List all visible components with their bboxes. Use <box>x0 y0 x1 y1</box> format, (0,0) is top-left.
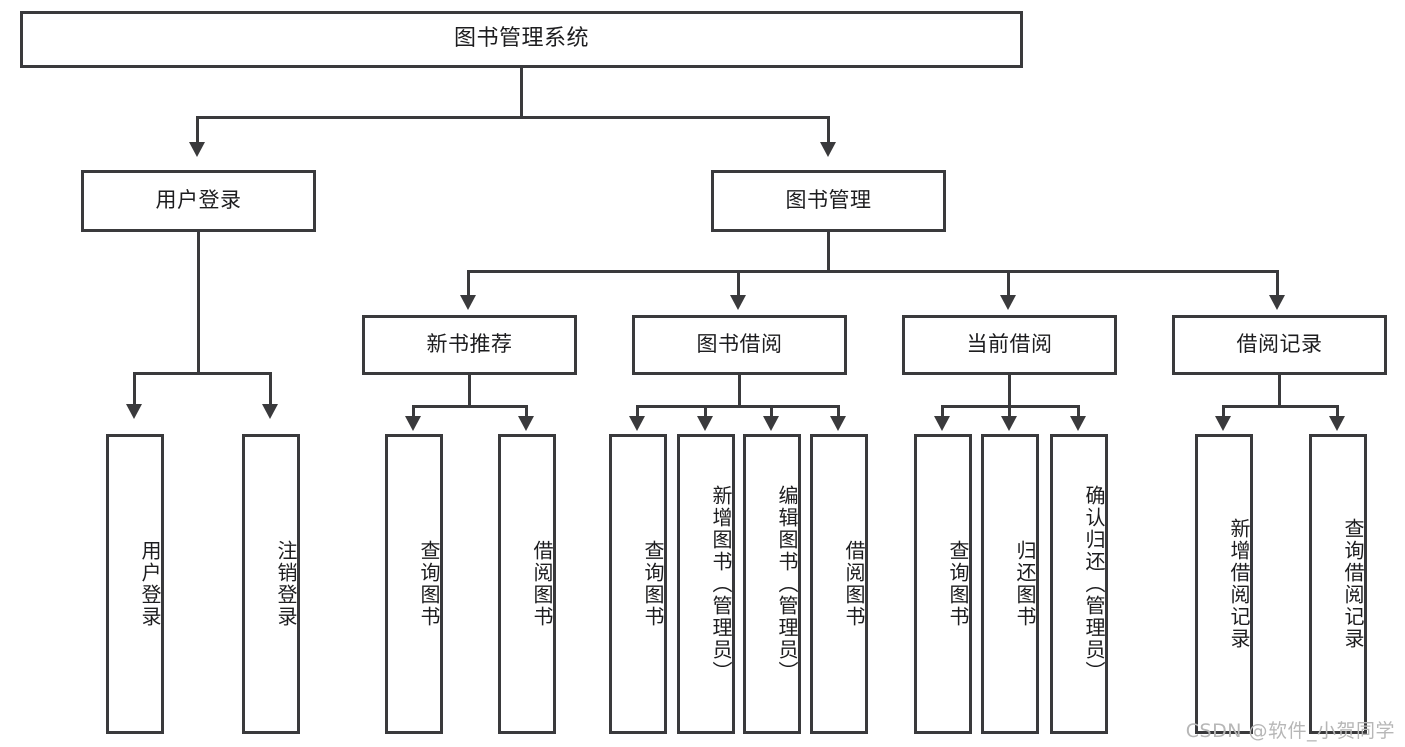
leaf-bb-query-book[interactable]: 查询图书 <box>609 434 667 734</box>
connector-cb-drop-3 <box>1077 405 1080 419</box>
leaf-br-add-record[interactable]: 新增借阅记录 <box>1195 434 1253 734</box>
connector-new-book-drop-2 <box>525 405 528 419</box>
leaf-bb-edit-book[interactable]: 编辑图书（管理员） <box>743 434 801 734</box>
node-root-book-management-system[interactable]: 图书管理系统 <box>20 11 1023 68</box>
connector-bm-drop-current-borrow <box>1007 270 1010 297</box>
node-label: 借阅图书 <box>842 540 866 628</box>
connector-borrow-record-bus <box>1222 405 1339 408</box>
connector-bm-drop-borrow-record <box>1276 270 1279 297</box>
node-label: 新增借阅记录 <box>1227 518 1251 650</box>
arrowhead-leaf-logout <box>262 404 278 419</box>
node-label: 新书推荐 <box>426 332 513 357</box>
connector-bb-drop-4 <box>837 405 840 419</box>
node-label: 借阅图书 <box>530 540 554 628</box>
arrowhead-nbr-query-book <box>405 416 421 431</box>
node-current-borrow[interactable]: 当前借阅 <box>902 315 1117 375</box>
node-label: 编辑图书（管理员） <box>775 485 799 683</box>
connector-br-drop-2 <box>1336 405 1339 419</box>
connector-bm-drop-book-borrow <box>737 270 740 297</box>
connector-current-borrow-stem <box>1008 375 1011 407</box>
node-label: 查询图书 <box>417 540 441 628</box>
csdn-watermark: CSDN @软件_小贺同学 <box>1185 720 1395 742</box>
arrowhead-bb-edit-book <box>763 416 779 431</box>
leaf-bb-add-book[interactable]: 新增图书（管理员） <box>677 434 735 734</box>
node-book-management[interactable]: 图书管理 <box>711 170 946 232</box>
connector-book-borrow-bus <box>636 405 840 408</box>
leaf-cb-confirm-return[interactable]: 确认归还（管理员） <box>1050 434 1108 734</box>
connector-cb-drop-1 <box>941 405 944 419</box>
arrowhead-borrow-record <box>1269 295 1285 310</box>
arrowhead-leaf-user-login <box>126 404 142 419</box>
arrowhead-cb-return-book <box>1001 416 1017 431</box>
leaf-bb-borrow-book[interactable]: 借阅图书 <box>810 434 868 734</box>
leaf-nbr-borrow-book[interactable]: 借阅图书 <box>498 434 556 734</box>
connector-book-management-bus <box>467 270 1279 273</box>
connector-root-to-book-management <box>827 116 830 144</box>
leaf-logout[interactable]: 注销登录 <box>242 434 300 734</box>
arrowhead-br-query-record <box>1329 416 1345 431</box>
node-user-login[interactable]: 用户登录 <box>81 170 316 232</box>
node-label: 借阅记录 <box>1236 332 1323 357</box>
arrowhead-cb-query-book <box>934 416 950 431</box>
leaf-br-query-record[interactable]: 查询借阅记录 <box>1309 434 1367 734</box>
connector-user-login-drop-1 <box>133 372 136 406</box>
connector-root-to-user-login <box>196 116 199 144</box>
connector-root-bus <box>196 116 830 119</box>
connector-user-login-bus <box>133 372 269 375</box>
connector-user-login-stem <box>197 232 200 374</box>
node-label: 图书借阅 <box>696 332 783 357</box>
node-label: 用户登录 <box>155 188 242 213</box>
arrowhead-bb-add-book <box>697 416 713 431</box>
arrowhead-bb-borrow-book <box>830 416 846 431</box>
connector-br-drop-1 <box>1222 405 1225 419</box>
connector-cb-drop-2 <box>1008 405 1011 419</box>
leaf-nbr-query-book[interactable]: 查询图书 <box>385 434 443 734</box>
connector-bb-drop-2 <box>704 405 707 419</box>
node-label: 图书管理 <box>785 188 872 213</box>
connector-new-book-drop-1 <box>412 405 415 419</box>
arrowhead-user-login <box>189 142 205 157</box>
connector-bb-drop-1 <box>636 405 639 419</box>
node-label: 查询图书 <box>946 540 970 628</box>
arrowhead-new-book-recommend <box>460 295 476 310</box>
connector-bb-drop-3 <box>770 405 773 419</box>
connector-user-login-drop-2 <box>269 372 272 406</box>
node-new-book-recommend[interactable]: 新书推荐 <box>362 315 577 375</box>
arrowhead-nbr-borrow-book <box>518 416 534 431</box>
arrowhead-current-borrow <box>1000 295 1016 310</box>
arrowhead-br-add-record <box>1215 416 1231 431</box>
connector-borrow-record-stem <box>1278 375 1281 407</box>
node-label: 查询借阅记录 <box>1341 518 1365 650</box>
arrowhead-book-management <box>820 142 836 157</box>
connector-book-management-stem <box>827 232 830 272</box>
arrowhead-book-borrow <box>730 295 746 310</box>
connector-bm-drop-new-book <box>467 270 470 297</box>
leaf-cb-query-book[interactable]: 查询图书 <box>914 434 972 734</box>
connector-new-book-bus <box>412 405 528 408</box>
node-label: 确认归还（管理员） <box>1082 485 1106 683</box>
leaf-cb-return-book[interactable]: 归还图书 <box>981 434 1039 734</box>
node-label: 注销登录 <box>274 540 298 628</box>
node-label: 图书管理系统 <box>453 26 589 52</box>
node-book-borrow[interactable]: 图书借阅 <box>632 315 847 375</box>
leaf-user-login[interactable]: 用户登录 <box>106 434 164 734</box>
connector-new-book-stem <box>468 375 471 407</box>
arrowhead-bb-query-book <box>629 416 645 431</box>
node-label: 当前借阅 <box>966 332 1053 357</box>
node-label: 归还图书 <box>1013 540 1037 628</box>
node-label: 用户登录 <box>138 540 162 628</box>
node-label: 新增图书（管理员） <box>709 485 733 683</box>
arrowhead-cb-confirm-return <box>1070 416 1086 431</box>
connector-root-stem <box>520 68 523 118</box>
node-borrow-record[interactable]: 借阅记录 <box>1172 315 1387 375</box>
node-label: 查询图书 <box>641 540 665 628</box>
connector-book-borrow-stem <box>738 375 741 407</box>
